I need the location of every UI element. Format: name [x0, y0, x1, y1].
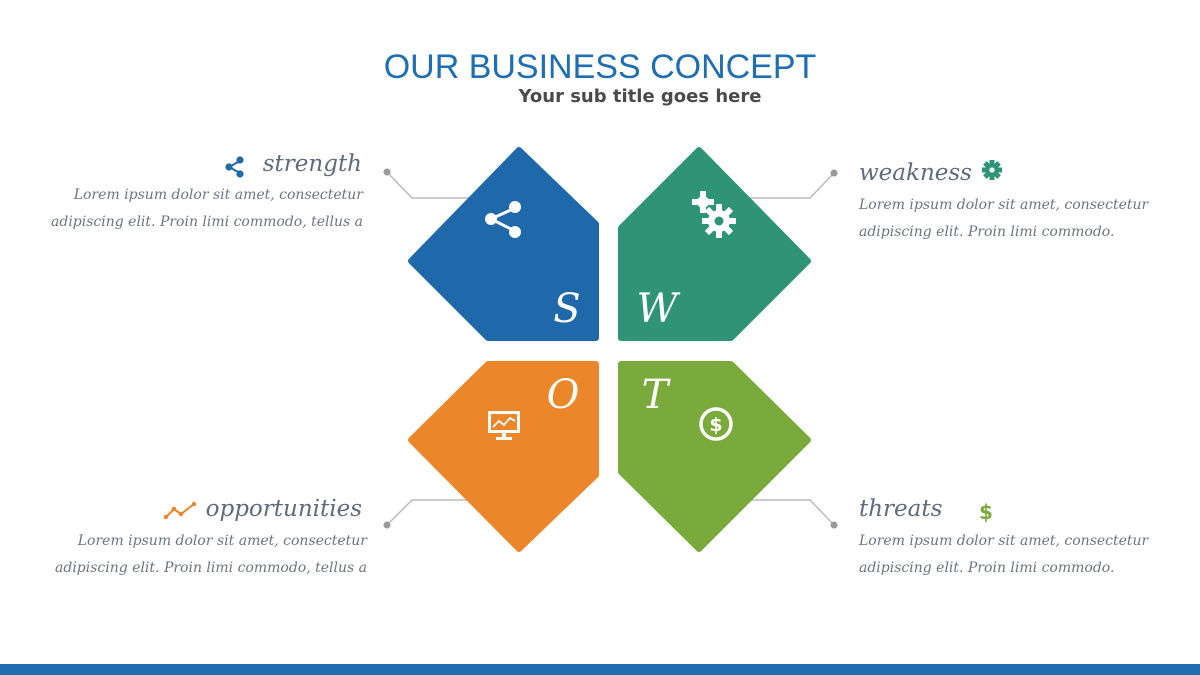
connector-threats [750, 499, 838, 529]
letter-t: T [642, 372, 672, 418]
connector-opportunities [383, 499, 470, 529]
quadrant-weakness: W [618, 147, 811, 341]
heading-share-icon [225, 156, 244, 178]
letter-o: O [547, 372, 580, 418]
strength-heading: strength [262, 151, 362, 177]
letter-w: W [636, 286, 680, 332]
heading-dollar-icon: $ [979, 500, 993, 524]
threats-heading: threats [859, 496, 943, 522]
threats-description: Lorem ipsum dolor sit amet, consectetur … [859, 533, 1149, 576]
opportunities-description: Lorem ipsum dolor sit amet, consectetur … [55, 533, 367, 576]
connector-strength [383, 168, 470, 199]
heading-gear-icon [982, 160, 1002, 180]
page-subtitle: Your sub title goes here [518, 86, 762, 107]
quadrant-opportunities: O [408, 361, 599, 552]
strength-description: Lorem ipsum dolor sit amet, consectetur … [51, 187, 363, 230]
opportunities-heading: opportunities [205, 496, 362, 522]
weakness-heading: weakness [859, 160, 972, 186]
page-title: OUR BUSINESS CONCEPT [383, 48, 817, 86]
quadrant-strength: S [408, 147, 599, 341]
gears-icon [692, 191, 736, 238]
letter-s: S [553, 286, 580, 332]
connector-weakness [750, 169, 838, 199]
heading-trend-icon [163, 501, 197, 520]
dollar-icon: $ [699, 407, 733, 441]
presentation-chart-icon [488, 411, 520, 440]
footer-bar [0, 664, 1200, 675]
quadrant-threats: $ T [618, 361, 811, 552]
weakness-description: Lorem ipsum dolor sit amet, consectetur … [859, 197, 1149, 240]
svg-text:$: $ [709, 414, 722, 436]
share-icon [485, 201, 521, 238]
